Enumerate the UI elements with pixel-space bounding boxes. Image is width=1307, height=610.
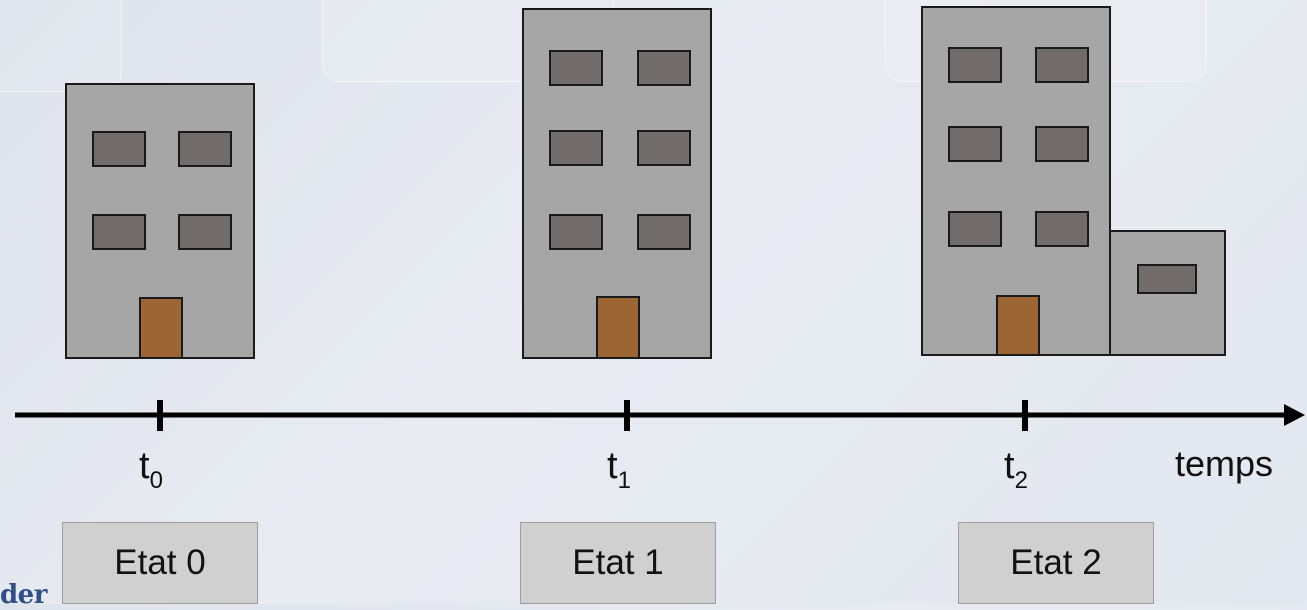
window — [549, 130, 603, 166]
building-state-1 — [522, 8, 712, 359]
building-state-2 — [921, 6, 1111, 356]
state-box-0: Etat 0 — [62, 522, 258, 604]
window — [92, 214, 146, 250]
tick-label-t2: t2 — [1004, 445, 1028, 494]
window — [1035, 47, 1089, 83]
window — [178, 131, 232, 167]
window — [948, 47, 1002, 83]
window — [92, 131, 146, 167]
window — [549, 214, 603, 250]
time-axis-arrowhead — [1284, 404, 1305, 426]
window — [1035, 126, 1089, 162]
background-panel — [0, 0, 122, 92]
window — [178, 214, 232, 250]
state-box-2: Etat 2 — [958, 522, 1154, 604]
tick-label-t1: t1 — [607, 445, 631, 494]
building-state-0 — [65, 83, 255, 359]
window — [637, 50, 691, 86]
window — [637, 130, 691, 166]
door — [139, 297, 183, 359]
window — [637, 214, 691, 250]
building-annex — [1109, 230, 1226, 356]
window — [549, 50, 603, 86]
time-axis-label: temps — [1175, 443, 1274, 484]
window — [1137, 264, 1197, 294]
state-box-1: Etat 1 — [520, 522, 716, 604]
door — [996, 295, 1040, 356]
window — [948, 126, 1002, 162]
footer-text-fragment: der — [0, 580, 47, 610]
door — [596, 296, 640, 359]
window — [948, 211, 1002, 247]
window — [1035, 211, 1089, 247]
tick-label-t0: t0 — [139, 445, 163, 494]
